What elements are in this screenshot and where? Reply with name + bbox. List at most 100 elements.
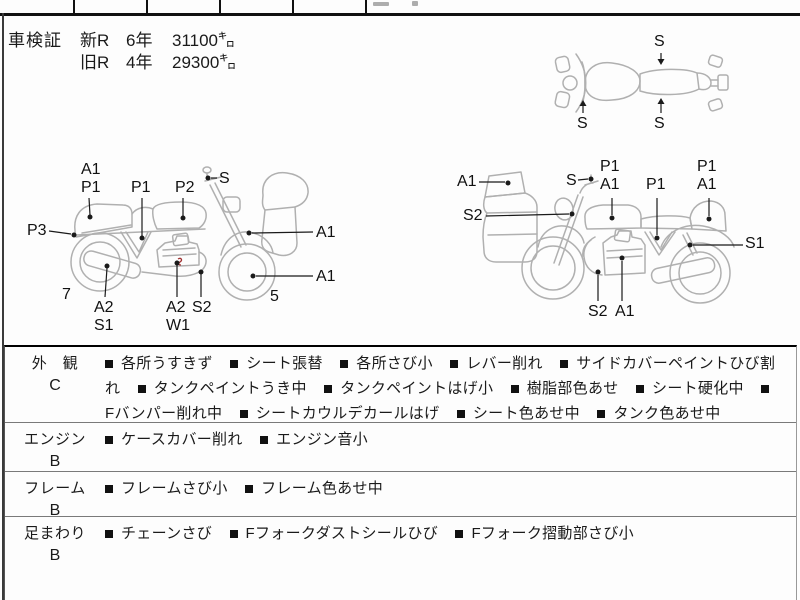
motorcycle-left-side-art: [48, 166, 314, 301]
motorcycle-top-view-art: [554, 53, 729, 113]
engine: [156, 235, 200, 268]
condition-item: フレームさび小: [105, 480, 228, 497]
shaken-label: 車検証: [8, 31, 62, 50]
condition-item: 各所さび小: [340, 355, 433, 372]
seat-top: [639, 68, 700, 96]
condition-items: フレームさび小 フレーム色あせ中: [105, 472, 796, 516]
diagram-label: S1: [94, 317, 114, 334]
carburetor: [613, 228, 632, 243]
footpeg: [707, 98, 724, 112]
table-divider: [219, 0, 221, 13]
category-grade: B: [49, 453, 61, 470]
diagram-label: S1: [745, 235, 765, 252]
bullet-icon: [456, 410, 465, 418]
headlight-top: [562, 75, 578, 91]
condition-row-3: フレーム B フレームさび小 フレーム色あせ中: [5, 471, 796, 519]
headlight: [222, 196, 241, 213]
exhaust-pipe: [141, 251, 207, 277]
front-fork: [209, 182, 247, 248]
frame-tubes: [120, 231, 152, 259]
bullet-icon: [105, 360, 113, 368]
diagram-label: W1: [166, 317, 190, 334]
diagram-label: A1: [316, 224, 336, 241]
diagram-label: P1: [646, 176, 666, 193]
cropped-text-fragment: [373, 2, 389, 6]
diagram-label: S2: [588, 303, 608, 320]
shaken-yr: 4年: [126, 53, 153, 72]
bullet-icon: [761, 385, 770, 393]
mirror: [202, 166, 212, 174]
diagram-label: A2: [166, 299, 186, 316]
diagram-label: S: [219, 170, 230, 187]
condition-item: レバー削れ: [450, 355, 543, 372]
bullet-icon: [597, 410, 606, 418]
red-check-mark: [177, 257, 183, 266]
page-border: [2, 13, 4, 600]
bullet-icon: [455, 530, 464, 538]
condition-item: ケースカバー削れ: [105, 431, 243, 448]
front-wheel: [218, 243, 276, 301]
condition-item: フレーム色あせ中: [245, 480, 383, 497]
fuel-tank: [152, 201, 207, 230]
category-name: 足まわり: [23, 525, 86, 542]
diagram-label: P3: [27, 222, 47, 239]
condition-item: エンジン音小: [260, 431, 368, 448]
bullet-icon: [245, 485, 254, 493]
condition-item: シートカウルデカールはげ: [239, 405, 440, 422]
condition-item: 各所うすきず: [105, 355, 213, 372]
bullet-icon: [105, 436, 113, 444]
condition-items: チェーンさび Fフォークダストシールひび Fフォーク摺動部さび小: [105, 517, 796, 600]
condition-item: タンクペイントはげ小: [324, 380, 493, 397]
mirror-right: [554, 90, 571, 109]
detached-cowl: [482, 192, 538, 263]
muffler: [650, 257, 716, 284]
diagram-label: 7: [62, 286, 71, 303]
category-grade: B: [49, 502, 61, 519]
detached-cowl: [261, 171, 309, 257]
mirror-left: [554, 55, 571, 74]
diagram-label: S2: [192, 299, 212, 316]
bullet-icon: [260, 436, 269, 444]
tail-cowl-top: [696, 72, 712, 91]
condition-item: タンクペイントうき中: [137, 380, 307, 397]
bullet-icon: [105, 530, 113, 538]
front-wheel: [521, 236, 585, 300]
shaken-reg: 旧R: [80, 53, 110, 72]
bullet-icon: [105, 485, 113, 493]
rear-cowl: [689, 200, 727, 232]
fuel-tank-top: [584, 61, 641, 102]
diagram-label: P1: [131, 179, 151, 196]
diagram-label: P1: [600, 158, 620, 175]
bullet-icon: [230, 360, 239, 368]
shaken-km: 29300㌔: [172, 53, 237, 72]
condition-row-4: 足まわり B チェーンさび Fフォークダストシールひび Fフォーク摺動部さび小: [5, 516, 796, 600]
condition-category: フレーム B: [5, 472, 105, 519]
bullet-icon: [229, 530, 238, 538]
bullet-icon: [636, 385, 645, 393]
bullet-icon: [340, 360, 349, 368]
diagram-label: S: [654, 115, 665, 132]
condition-item: シート硬化中: [636, 380, 744, 397]
diagram-label: S: [566, 172, 577, 189]
rear-wheel: [669, 242, 731, 304]
shaken-km: 31100㌔: [172, 31, 236, 50]
table-divider: [365, 0, 367, 13]
footpeg: [707, 54, 724, 68]
muffler: [83, 250, 142, 279]
category-grade: B: [49, 547, 61, 564]
diagram-label: A1: [615, 303, 635, 320]
condition-item: Fバンパー削れ中: [105, 380, 777, 422]
category-name: フレーム: [24, 480, 86, 497]
rear-fender: [660, 224, 735, 248]
front-fender: [537, 225, 585, 248]
diagram-label: P1: [81, 179, 101, 196]
condition-item: Fフォーク摺動部さび小: [455, 525, 634, 542]
